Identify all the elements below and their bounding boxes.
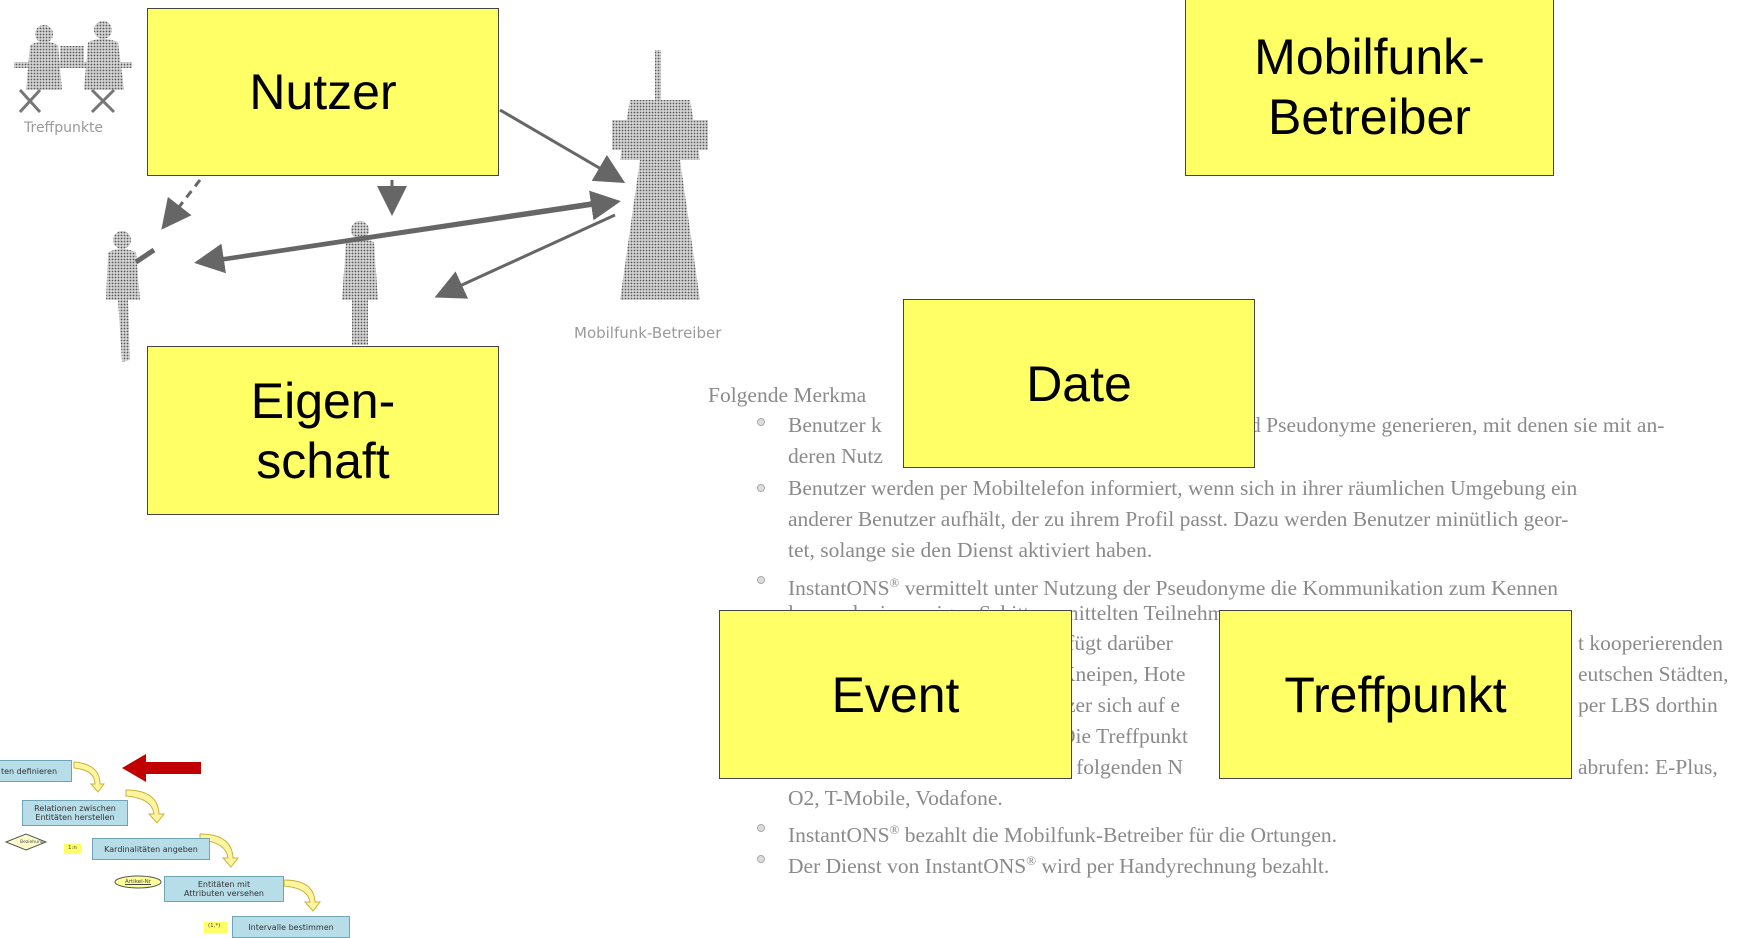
bullet-icon: [756, 483, 766, 493]
relation-diamond-icon: [4, 833, 48, 851]
meeting-people-icon: [14, 21, 132, 114]
interval-label: (1,*): [208, 923, 221, 929]
mobilfunk-betreiber-label: Mobilfunk-Betreiber: [574, 324, 722, 342]
attribute-oval-icon: [114, 875, 162, 889]
connection-arrows: [161, 108, 626, 299]
doc-b6: InstantONS® bezahlt die Mobilfunk-Betrei…: [788, 822, 1338, 848]
doc-b2-l2: anderer Benutzer aufhält, der zu ihrem P…: [788, 507, 1569, 531]
bullet-icon: [756, 854, 766, 864]
doc-b4-l3b: per LBS dorthin: [1578, 693, 1718, 717]
bullet-icon: [756, 417, 766, 427]
entity-box-nutzer[interactable]: Nutzer: [147, 8, 499, 176]
cell-tower-icon: [612, 50, 708, 300]
process-flow-graphics: [4, 754, 322, 933]
entity-box-mobilfunk-betreiber[interactable]: Mobilfunk- Betreiber: [1185, 0, 1554, 176]
doc-b1-l1a: Benutzer k: [788, 413, 882, 437]
doc-b1-l1b: d Pseudonyme generieren, mit denen sie m…: [1250, 413, 1665, 437]
treffpunkte-label: Treffpunkte: [24, 120, 104, 136]
network-illustration: [14, 21, 708, 362]
doc-b4-l3a: tzer sich auf e: [1060, 693, 1180, 717]
doc-b4-l1a: rfügt darüber: [1060, 631, 1173, 655]
flow-step-relations: Relationen zwischen Entitäten herstellen: [22, 800, 128, 826]
flow-step-attributes: Entitäten mit Attributen versehen: [164, 876, 284, 902]
doc-b5-l2: O2, T-Mobile, Vodafone.: [788, 786, 1003, 810]
red-arrow-icon: [122, 754, 201, 782]
entity-box-treffpunkt[interactable]: Treffpunkt: [1219, 610, 1572, 779]
doc-b5-l1b: abrufen: E-Plus,: [1578, 755, 1718, 779]
doc-b4-l2b: eutschen Städten,: [1578, 662, 1729, 686]
doc-b2-l3: tet, solange sie den Dienst aktiviert ha…: [788, 538, 1153, 562]
cardinality-label: 1:n: [68, 845, 77, 851]
doc-b5-l1a: n folgenden N: [1060, 755, 1183, 779]
entity-box-eigenschaft[interactable]: Eigen- schaft: [147, 346, 499, 515]
doc-b7: Der Dienst von InstantONS® wird per Hand…: [788, 853, 1330, 879]
doc-intro: Folgende Merkma: [708, 383, 867, 407]
entity-box-event[interactable]: Event: [719, 610, 1072, 779]
diamond-label: Beziehung: [20, 840, 44, 845]
doc-b2-l1: Benutzer werden per Mobiltelefon informi…: [788, 476, 1578, 500]
doc-b4-l4a: Die Treffpunkt: [1060, 724, 1189, 748]
doc-b3-l1: InstantONS® vermittelt unter Nutzung der…: [788, 575, 1559, 601]
doc-b4-l2a: Kneipen, Hote: [1060, 662, 1186, 686]
bullet-icon: [756, 823, 766, 833]
flow-step-entities: ten definieren: [0, 760, 72, 782]
attribute-label: Artikel-Nr: [125, 879, 151, 885]
doc-b4-l1b: t kooperierenden: [1578, 631, 1724, 655]
doc-b1-l2: deren Nutz: [788, 444, 883, 468]
entity-box-date[interactable]: Date: [903, 299, 1255, 468]
flow-step-cardinalities: Kardinalitäten angeben: [92, 838, 210, 860]
person-left-icon: [106, 231, 156, 362]
flow-step-intervals: Intervalle bestimmen: [232, 916, 350, 938]
bullet-icon: [756, 575, 766, 585]
person-middle-icon: [342, 221, 378, 345]
